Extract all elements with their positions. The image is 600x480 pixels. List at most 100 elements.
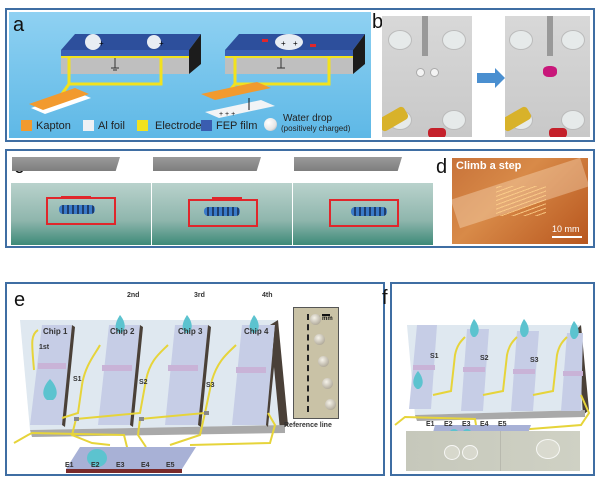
switch-label: S1 [430, 353, 439, 360]
switch-label: S1 [73, 376, 82, 383]
switch-label: S2 [139, 379, 148, 386]
chip-label: Chip 2 [110, 327, 135, 336]
well-icon [561, 110, 585, 130]
legend-swatch-fep-film [201, 120, 212, 131]
legend-label-al-foil: Al foil [98, 120, 125, 132]
panel-a-schematic: + + + + [29, 34, 365, 118]
panel-b-photo-before [382, 16, 472, 137]
panel-d-photo: Climb a step 10 mm [452, 158, 588, 244]
arrow-right-icon [477, 68, 505, 88]
resistor-icon [59, 205, 95, 214]
electrode-label: E1 [426, 421, 435, 428]
water-drop-icon [264, 118, 277, 131]
electrode-label: E1 [65, 462, 74, 469]
merged-droplet-icon [543, 66, 557, 77]
switch-label: S3 [206, 382, 215, 389]
electrode-label: E4 [480, 421, 489, 428]
scale-bar-label: 10 mm [552, 224, 580, 234]
electrode-label: E2 [91, 462, 100, 469]
device-left: + + [29, 34, 201, 114]
chip-2 [98, 325, 143, 427]
drop-order-label: 2nd [127, 292, 140, 299]
drop-order-label: 1st [39, 344, 50, 351]
droplet-icon [318, 356, 329, 367]
drop-order-label: 4th [262, 292, 273, 299]
droplet-icon [462, 445, 478, 460]
chip-4 [232, 325, 278, 427]
switch-label: S3 [530, 357, 539, 364]
well-icon [388, 30, 412, 50]
droplet-icon [325, 399, 336, 410]
electrode-label: E2 [444, 421, 453, 428]
droplet-icon [416, 68, 425, 77]
droplet-icon [310, 314, 321, 325]
legend: Kapton Al foil Electrode FEP film Water … [17, 113, 367, 136]
electrode-label: E5 [166, 462, 175, 469]
well-icon [509, 30, 533, 50]
drop-order-label: 3rd [194, 292, 205, 299]
merged-droplet-icon [536, 439, 560, 459]
scale-bar [552, 236, 582, 238]
resistor-icon [351, 207, 387, 216]
legend-swatch-electrode [137, 120, 148, 131]
panel-f-label: f [382, 287, 388, 309]
legend-swatch-al-foil [83, 120, 94, 131]
circuit-board-photo [11, 183, 151, 245]
arrow-right-icon [212, 197, 242, 200]
electrode-label: E3 [462, 421, 471, 428]
panel-d-label: d [436, 156, 448, 178]
reference-line-caption: Reference line [284, 422, 332, 429]
highlight-box [329, 199, 399, 227]
well-icon [442, 110, 466, 130]
panel-c-frame-1 [11, 153, 151, 245]
panel-f-photo [406, 431, 580, 471]
well-icon [561, 30, 585, 50]
well-icon [442, 30, 466, 50]
legend-swatch-kapton [21, 120, 32, 131]
panel-c-frame-2 [152, 153, 292, 245]
legend-label-water-drop: Water drop [283, 113, 333, 124]
reference-inset-photo: 2 mm [293, 307, 339, 419]
probe-icon [422, 16, 428, 56]
svg-text:+: + [159, 39, 164, 48]
panel-a-label: a [13, 14, 25, 36]
highlight-box [188, 199, 258, 227]
photo-divider [500, 431, 501, 471]
probe-icon [547, 16, 553, 56]
chip-3 [165, 325, 211, 427]
panel-b-label: b [372, 11, 384, 33]
panel-e-diagram [13, 315, 288, 473]
panel-e-label: e [14, 289, 26, 311]
chip-label: Chip 1 [43, 327, 68, 336]
grey-bar [294, 157, 402, 171]
chip-label: Chip 4 [244, 327, 269, 336]
svg-text:+ + +: + + + [219, 111, 235, 118]
droplet-icon [444, 445, 460, 460]
legend-label-fep-film: FEP film [216, 120, 258, 132]
droplet-icon [322, 378, 333, 389]
chip-1 [30, 325, 75, 427]
electrode-label: E4 [141, 462, 150, 469]
switch-label: S2 [480, 355, 489, 362]
grey-bar [12, 157, 120, 171]
electrode-lines [496, 186, 546, 216]
droplet-icon [430, 68, 439, 77]
legend-label-kapton: Kapton [36, 120, 71, 132]
svg-text:+: + [293, 39, 298, 48]
legend-label-electrode: Electrode [155, 120, 202, 132]
droplet-icon [314, 334, 325, 345]
svg-text:+: + [99, 39, 104, 48]
probe-clip-red [428, 128, 446, 137]
panel-d-title: Climb a step [456, 160, 522, 172]
chip-label: Chip 3 [178, 327, 203, 336]
panel-b-photo-after [505, 16, 590, 137]
probe-clip-red [549, 128, 567, 137]
resistor-icon [204, 207, 240, 216]
panel-a: a + + + [9, 12, 371, 138]
device-right: + + + + + [201, 34, 365, 118]
inset-scale-bar [322, 314, 330, 316]
panel-c-frame-3 [293, 153, 433, 245]
grey-bar [153, 157, 261, 171]
electrode-label: E5 [498, 421, 507, 428]
inset-scale-label: 2 mm [317, 316, 333, 322]
